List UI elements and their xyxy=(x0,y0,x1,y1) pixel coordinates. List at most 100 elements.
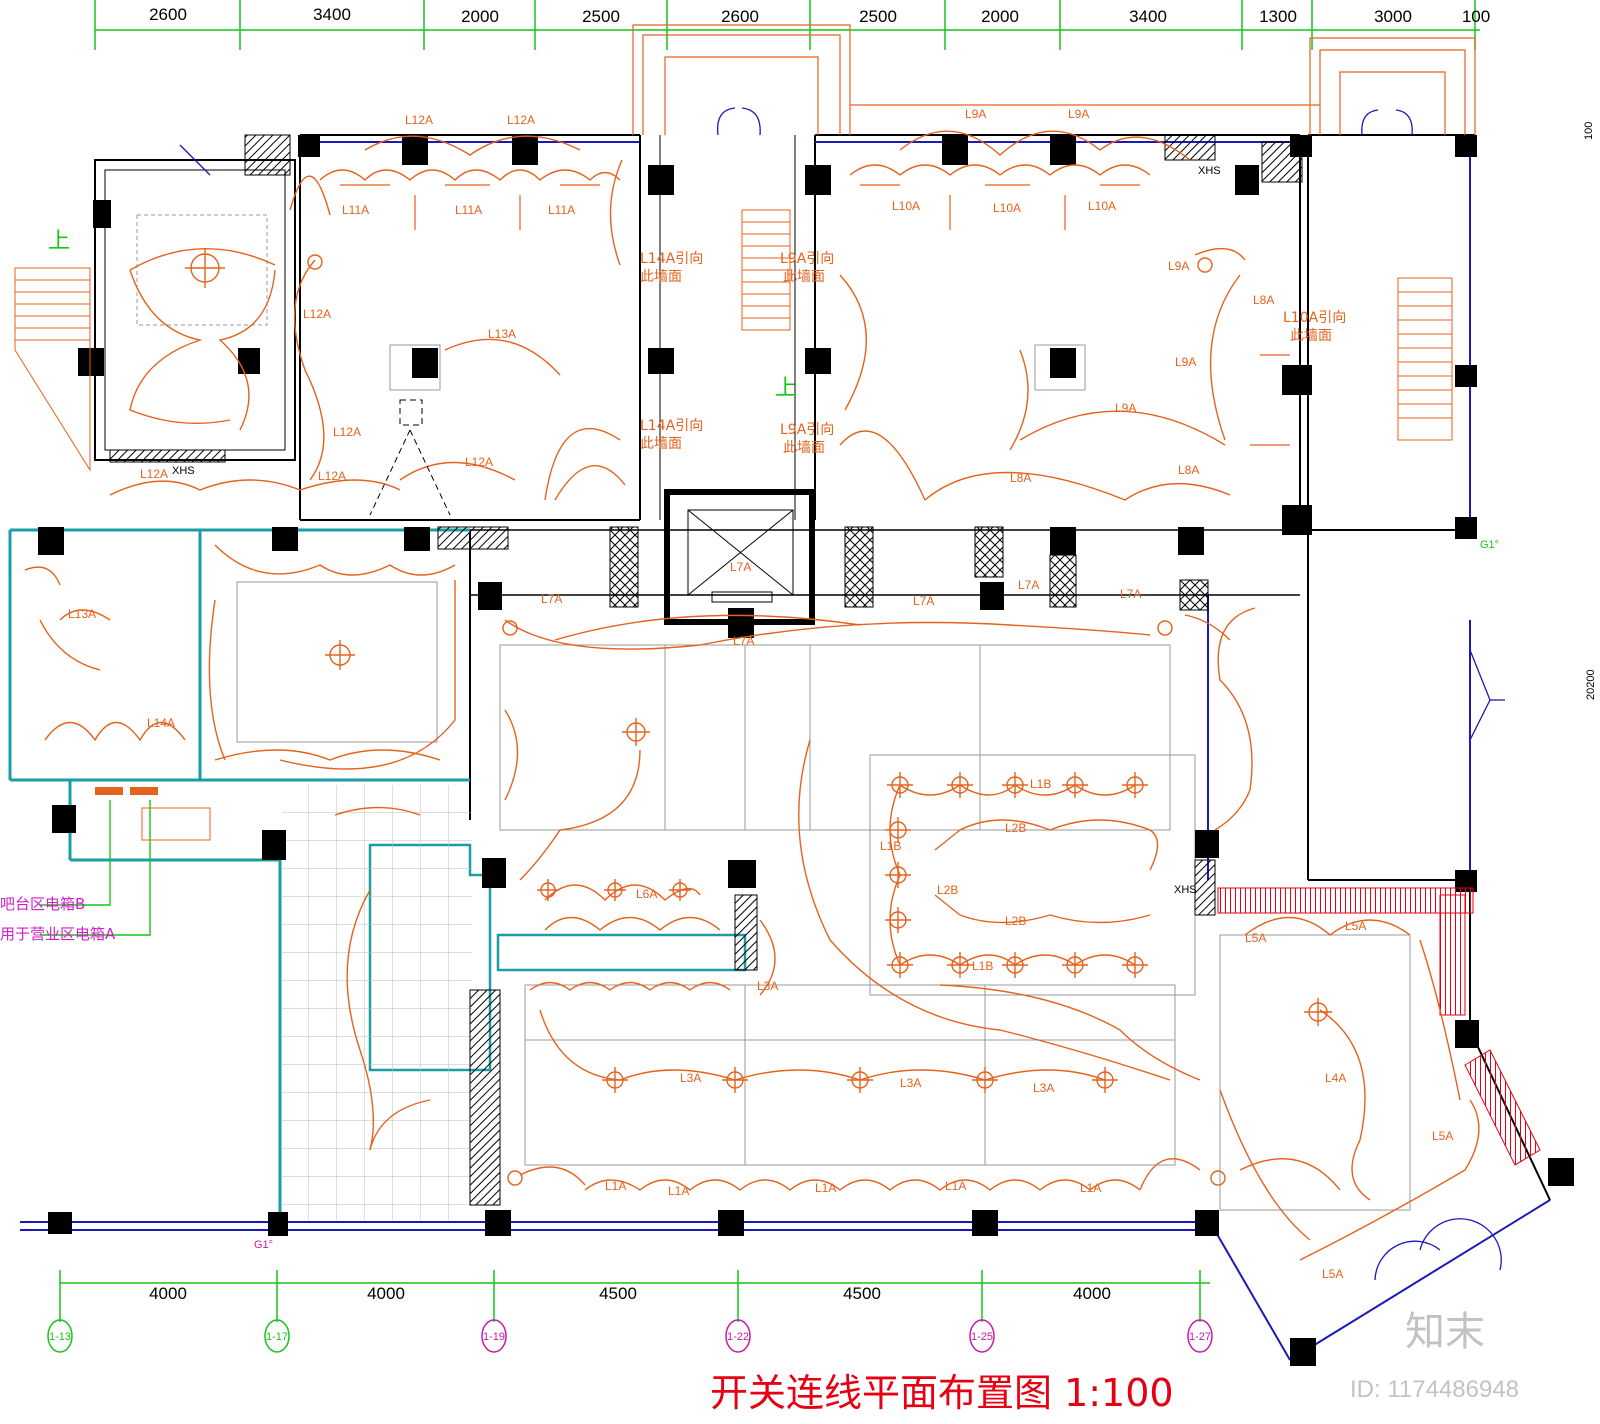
label-l9a-wall-2: L9A引向 xyxy=(780,422,834,438)
label-l3a-1: L3A xyxy=(757,979,778,993)
label-xhs-2: XHS xyxy=(1198,165,1221,177)
right-dim-100: 100 xyxy=(1583,122,1595,140)
label-l9a-mid: L9A xyxy=(1175,355,1196,369)
drawing-title: 开关连线平面布置图 1:100 xyxy=(710,1371,1174,1415)
label-l12a-b3: L12A xyxy=(465,455,493,469)
watermark-brand: 知末 xyxy=(1405,1309,1485,1355)
panel-label-business-a: 用于营业区电箱A xyxy=(0,925,116,943)
label-l14a-left: L14A xyxy=(147,716,175,730)
dim-bottom-2: 4000 xyxy=(367,1284,405,1303)
label-l3a-3: L3A xyxy=(900,1076,921,1090)
label-xhs-3: XHS xyxy=(1174,884,1197,896)
hatched-walls xyxy=(109,134,1541,1206)
bottom-dimension-chain xyxy=(59,1270,1210,1322)
entrance-canopies xyxy=(632,24,1476,135)
label-l7a-5: L7A xyxy=(1120,587,1141,601)
label-l12a-b2: L12A xyxy=(318,469,346,483)
dim-top-6: 2500 xyxy=(859,7,897,26)
dim-bottom-5: 4000 xyxy=(1073,1284,1111,1303)
label-l9a-t2: L9A xyxy=(1068,107,1089,121)
label-l13a-left: L13A xyxy=(68,607,96,621)
label-l9a-right: L9A xyxy=(1168,259,1189,273)
label-l8a-2: L8A xyxy=(1010,471,1031,485)
bottom-dimension-labels: 4000 4000 4500 4500 4000 xyxy=(149,1284,1111,1303)
electrical-panels: 吧台区电箱B 用于营业区电箱A xyxy=(0,787,211,943)
label-l1b-1: L1B xyxy=(1030,777,1051,791)
label-l11a-3: L11A xyxy=(548,203,575,217)
label-l1b-2: L1B xyxy=(880,839,901,853)
label-l14a-wall-2b: 此墙面 xyxy=(640,436,682,452)
stair-up-label-left: 上 xyxy=(48,229,70,254)
label-l2b-3: L2B xyxy=(1005,914,1026,928)
circuit-labels: L12A L12A L11A L11A L11A L12A L12A L13A … xyxy=(68,107,1499,1281)
label-l10a-1: L10A xyxy=(892,199,920,213)
section-marks xyxy=(369,399,451,516)
label-l9a-center: L9A xyxy=(1115,401,1136,415)
axis-1-17: 1-17 xyxy=(266,1331,288,1343)
dim-top-3: 2000 xyxy=(461,7,499,26)
label-l11a-2: L11A xyxy=(455,203,482,217)
label-l3a-4: L3A xyxy=(1033,1081,1054,1095)
label-l7a-4: L7A xyxy=(1018,578,1039,592)
label-l9a-wall-2b: 此墙面 xyxy=(783,440,825,456)
label-l1b-3: L1B xyxy=(972,959,993,973)
stair-up-label-center: 上 xyxy=(775,376,797,401)
label-l7a-6: L7A xyxy=(733,634,754,648)
panel-label-bar-b: 吧台区电箱B xyxy=(0,895,85,913)
label-l6a: L6A xyxy=(636,887,657,901)
label-l12a-b1: L12A xyxy=(140,467,168,481)
label-l1a-2: L1A xyxy=(668,1184,689,1198)
label-l4a: L4A xyxy=(1325,1071,1346,1085)
axis-1-25: 1-25 xyxy=(971,1331,993,1343)
label-l1a-3: L1A xyxy=(815,1181,836,1195)
label-l5a-2: L5A xyxy=(1345,919,1366,933)
label-l8a-1: L8A xyxy=(1253,293,1274,307)
label-l2b-2: L2B xyxy=(937,883,958,897)
dim-top-7: 2000 xyxy=(981,7,1019,26)
label-l5a-3: L5A xyxy=(1432,1129,1453,1143)
watermark-id: ID: 1174486948 xyxy=(1350,1376,1519,1403)
dim-top-8: 3400 xyxy=(1129,7,1167,26)
label-l9a-wall-1b: 此墙面 xyxy=(783,269,825,285)
label-g1-bottom: G1° xyxy=(254,1239,273,1251)
watermark: 知末 ID: 1174486948 xyxy=(1350,1309,1519,1403)
label-l11a-1: L11A xyxy=(342,203,369,217)
label-l13a-top: L13A xyxy=(488,327,516,341)
label-l12a-l2: L12A xyxy=(333,425,361,439)
ceiling-grid xyxy=(136,214,1411,1211)
label-l1a-5: L1A xyxy=(1080,1181,1101,1195)
label-l12a-t1: L12A xyxy=(405,113,433,127)
dim-top-2: 3400 xyxy=(313,5,351,24)
label-l1a-1: L1A xyxy=(605,1179,626,1193)
dim-top-9: 1300 xyxy=(1259,7,1297,26)
axis-1-27: 1-27 xyxy=(1189,1331,1211,1343)
axis-1-22: 1-22 xyxy=(727,1331,749,1343)
label-l10a-wall-b: 此墙面 xyxy=(1290,328,1332,344)
elevator-core xyxy=(664,489,815,625)
dim-bottom-3: 4500 xyxy=(599,1284,637,1303)
dim-bottom-4: 4500 xyxy=(843,1284,881,1303)
dim-top-10: 3000 xyxy=(1374,7,1412,26)
label-l12a-l1: L12A xyxy=(303,307,331,321)
label-l14a-wall-1b: 此墙面 xyxy=(640,269,682,285)
label-l12a-t2: L12A xyxy=(507,113,535,127)
label-l2b-1: L2B xyxy=(1005,821,1026,835)
dim-top-1: 2600 xyxy=(149,5,187,24)
label-l10a-wall: L10A引向 xyxy=(1283,310,1346,326)
label-g1-right: G1° xyxy=(1480,539,1499,551)
label-l7a-1: L7A xyxy=(730,560,751,574)
tile-floor xyxy=(282,785,472,1220)
label-l5a-1: L5A xyxy=(1245,931,1266,945)
label-l3a-2: L3A xyxy=(680,1071,701,1085)
dim-bottom-1: 4000 xyxy=(149,1284,187,1303)
label-l5a-4: L5A xyxy=(1322,1267,1343,1281)
label-l9a-t1: L9A xyxy=(965,107,986,121)
direction-arrows xyxy=(340,184,1290,446)
label-l8a-3: L8A xyxy=(1178,463,1199,477)
stairs xyxy=(14,209,1453,472)
axis-markers: 1-13 1-17 1-19 1-22 1-25 1-27 xyxy=(47,1319,1213,1353)
dim-top-11: 100 xyxy=(1462,7,1490,26)
label-l14a-wall-2: L14A引向 xyxy=(640,418,703,434)
label-l14a-wall-1: L14A引向 xyxy=(640,251,703,267)
